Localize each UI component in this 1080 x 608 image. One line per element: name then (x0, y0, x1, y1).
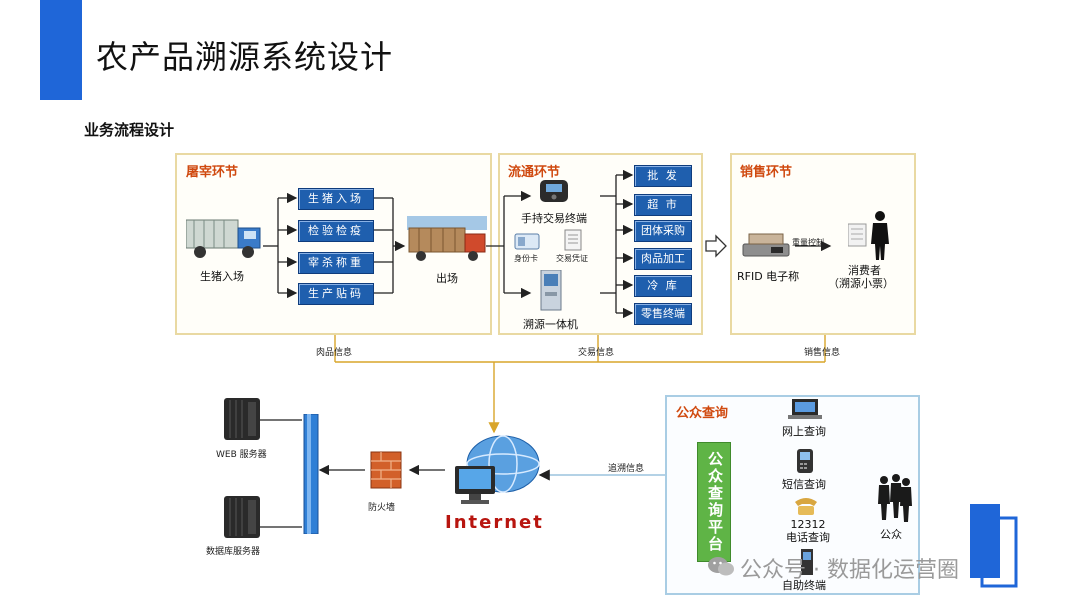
database-server-label: 数据库服务器 (206, 547, 261, 557)
channel-wholesale: 批 发 (634, 165, 692, 187)
section-heading: 业务流程设计 (84, 121, 175, 139)
consumer-receipt-label: （溯源小票） (828, 277, 894, 290)
self-service-label: 自助终端 (782, 579, 826, 592)
handheld-terminal-label: 手持交易终端 (521, 212, 587, 225)
channel-retail-terminal: 零售终端 (634, 303, 692, 325)
public-people-icon (878, 474, 912, 522)
internet-globe-icon (455, 435, 540, 504)
slaughter-stage-title: 屠宰环节 (186, 165, 239, 180)
sms-query-label: 短信查询 (782, 478, 826, 491)
truck-out-label: 出场 (436, 272, 458, 285)
channel-cold-storage: 冷 库 (634, 275, 692, 297)
trace-kiosk-icon (540, 270, 562, 311)
wechat-icon (708, 557, 734, 576)
step-box-3: 宰杀称重 (298, 252, 374, 274)
consumer-icon (848, 211, 889, 260)
step-box-4: 生产贴码 (298, 283, 374, 305)
firewall-icon (370, 451, 402, 489)
firewall-label: 防火墙 (368, 503, 396, 513)
self-service-kiosk-icon (801, 549, 813, 575)
handheld-terminal-icon (540, 180, 568, 202)
consumer-label: 消费者 (848, 264, 881, 277)
rfid-scale-icon (742, 233, 790, 257)
voucher-icon (564, 229, 582, 251)
network-bus (303, 414, 319, 534)
database-server-icon (224, 496, 260, 538)
channel-group-purchase: 团体采购 (634, 220, 692, 242)
public-query-title: 公众查询 (676, 406, 729, 421)
public-label: 公众 (880, 528, 902, 541)
public-query-platform: 公众查询平台 (697, 442, 731, 562)
truck-in-icon (186, 219, 261, 258)
web-server-label: WEB 服务器 (216, 450, 267, 460)
channel-supermarket: 超 市 (634, 194, 692, 216)
watermark-text: 公众号 · 数据化运营圈 (740, 558, 959, 583)
id-card-label: 身份卡 (514, 254, 538, 263)
online-query-icon (788, 399, 822, 419)
web-server-icon (224, 398, 260, 440)
step-box-2: 检验检疫 (298, 220, 374, 242)
trace-kiosk-label: 溯源一体机 (523, 318, 578, 331)
circulation-stage-title: 流通环节 (508, 165, 561, 180)
sms-query-icon (797, 449, 813, 473)
title-accent-bar (40, 0, 82, 100)
page-title: 农产品溯源系统设计 (96, 38, 394, 76)
trade-info-label: 交易信息 (578, 348, 615, 358)
step-box-1: 生猪入场 (298, 188, 374, 210)
id-card-icon (514, 233, 540, 250)
online-query-label: 网上查询 (782, 425, 826, 438)
internet-label: Internet (445, 512, 544, 533)
trace-info-label: 追溯信息 (608, 464, 645, 474)
corner-decoration (970, 504, 1018, 588)
truck-out-icon (407, 216, 487, 261)
channel-meat-processing: 肉品加工 (634, 248, 692, 270)
phone-query-label: 12312 电话查询 (786, 518, 830, 544)
sales-info-label: 销售信息 (804, 348, 841, 358)
voucher-label: 交易凭证 (556, 254, 588, 263)
sales-stage-title: 销售环节 (740, 165, 793, 180)
phone-query-icon (795, 498, 817, 515)
rfid-scale-label: RFID 电子称 (737, 270, 800, 283)
truck-in-label: 生猪入场 (200, 270, 244, 283)
weight-control-label: 重量控制 (792, 238, 824, 247)
meat-info-label: 肉品信息 (316, 348, 353, 358)
